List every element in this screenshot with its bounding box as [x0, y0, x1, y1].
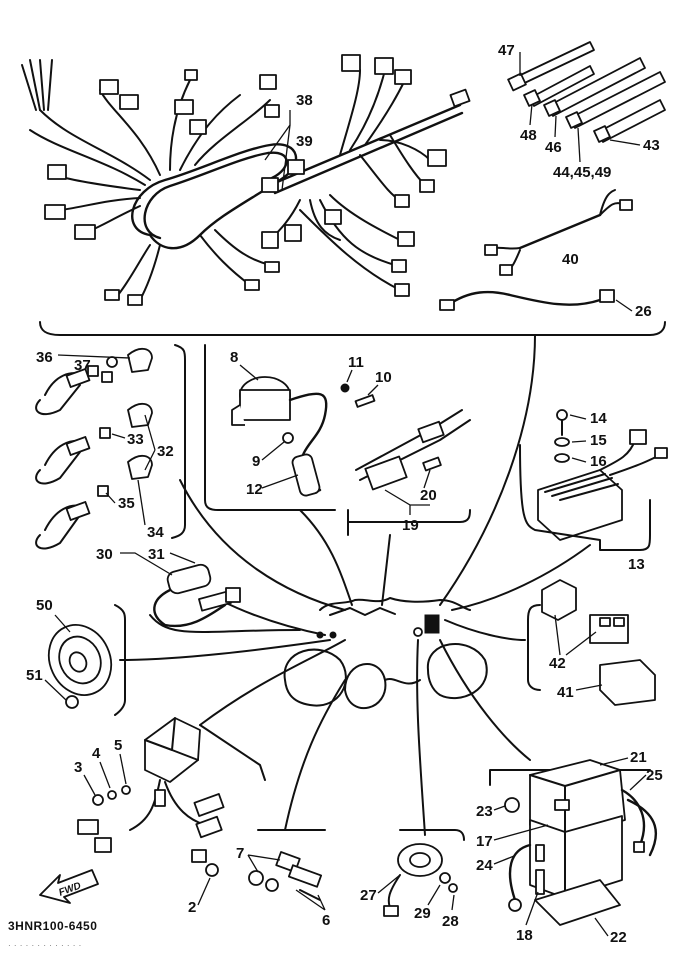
label-2: 2 — [188, 899, 196, 916]
label-51: 51 — [26, 667, 43, 684]
fwd-arrow-icon — [39, 869, 99, 904]
label-3: 3 — [74, 759, 82, 776]
label-39: 39 — [296, 133, 313, 150]
label-44-45-49: 44,45,49 — [553, 164, 611, 181]
label-18: 18 — [516, 927, 533, 944]
label-30: 30 — [96, 546, 113, 563]
label-21: 21 — [630, 749, 647, 766]
drawing-code: 3HNR100-6450 — [8, 919, 97, 933]
label-14: 14 — [590, 410, 607, 427]
label-38: 38 — [296, 92, 313, 109]
label-22: 22 — [610, 929, 627, 946]
connector-covers-41-42: 42 41 — [527, 579, 656, 706]
label-7: 7 — [236, 845, 244, 862]
label-9: 9 — [252, 453, 260, 470]
label-27: 27 — [360, 887, 377, 904]
battery-group-17-25: 21 25 23 17 24 18 22 — [476, 749, 663, 946]
label-4: 4 — [92, 745, 101, 762]
callout-38-39: 38 39 — [264, 92, 313, 191]
central-connector-cluster — [119, 334, 591, 836]
label-10: 10 — [375, 369, 392, 386]
footer-noise: · · · · · · · · · · · · · — [8, 941, 82, 950]
label-12: 12 — [246, 481, 263, 498]
label-32: 32 — [157, 443, 174, 460]
label-28: 28 — [442, 913, 459, 930]
label-33: 33 — [127, 431, 144, 448]
label-26: 26 — [635, 303, 652, 320]
label-40: 40 — [562, 251, 579, 268]
relay-group-19-20: 20 19 — [347, 409, 471, 536]
label-34: 34 — [147, 524, 164, 541]
label-41: 41 — [557, 684, 574, 701]
cdi-unit-group: 3 4 5 2 FWD — [39, 717, 266, 916]
ignition-coil-group: 8 11 10 9 12 — [204, 344, 392, 511]
lead-wire-26: 26 — [439, 289, 652, 320]
wire-harness-assembly — [21, 54, 471, 306]
label-19: 19 — [402, 517, 419, 534]
label-25: 25 — [646, 767, 663, 784]
label-17: 17 — [476, 833, 493, 850]
label-46: 46 — [545, 139, 562, 156]
switch-group-27-29: 27 29 28 — [360, 829, 465, 930]
label-42: 42 — [549, 655, 566, 672]
label-29: 29 — [414, 905, 431, 922]
label-16: 16 — [590, 453, 607, 470]
label-23: 23 — [476, 803, 493, 820]
rectifier-group-13-16: 14 15 16 13 — [519, 409, 668, 573]
cable-straps-group: 47 48 46 43 44,45,49 — [498, 41, 666, 181]
label-15: 15 — [590, 432, 607, 449]
label-31: 31 — [148, 546, 165, 563]
label-50: 50 — [36, 597, 53, 614]
switch-group-30-31: 30 31 — [96, 546, 301, 633]
label-11: 11 — [348, 354, 364, 371]
label-5: 5 — [114, 737, 122, 754]
label-13: 13 — [628, 556, 645, 573]
label-37: 37 — [74, 357, 91, 374]
sensor-group-6-7: 7 6 — [236, 829, 330, 929]
section-bracket-top — [39, 321, 666, 336]
horn-group-50-51: 50 51 — [26, 597, 126, 716]
label-20: 20 — [420, 487, 437, 504]
label-35: 35 — [118, 495, 135, 512]
label-48: 48 — [520, 127, 537, 144]
label-8: 8 — [230, 349, 238, 366]
label-24: 24 — [476, 857, 493, 874]
label-47: 47 — [498, 42, 515, 59]
label-36: 36 — [36, 349, 53, 366]
label-6: 6 — [322, 912, 330, 929]
sensor-group-32-37: 36 37 33 32 35 34 — [35, 344, 186, 550]
label-43: 43 — [643, 137, 660, 154]
sub-harness-40: 40 — [484, 189, 633, 276]
